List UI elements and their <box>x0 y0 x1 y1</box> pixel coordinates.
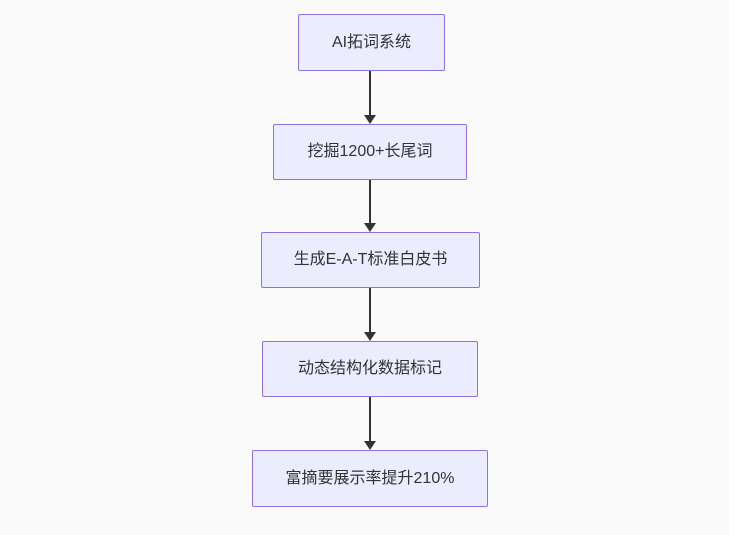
flowchart-node-ai-system: AI拓词系统 <box>298 14 445 71</box>
arrow-head-icon <box>364 115 376 124</box>
node-label: 挖掘1200+长尾词 <box>307 143 433 161</box>
node-label: 动态结构化数据标记 <box>297 360 442 378</box>
arrow-line <box>369 71 371 115</box>
flow-arrow-2 <box>364 180 376 232</box>
arrow-head-icon <box>364 332 376 341</box>
node-label: 生成E-A-T标准白皮书 <box>293 251 448 269</box>
flowchart-node-eat-whitepaper: 生成E-A-T标准白皮书 <box>261 232 480 288</box>
node-label: 富摘要展示率提升210% <box>285 469 455 487</box>
flowchart-node-structured-data: 动态结构化数据标记 <box>262 341 478 397</box>
arrow-head-icon <box>364 441 376 450</box>
arrow-line <box>369 397 371 441</box>
flow-arrow-1 <box>364 71 376 124</box>
node-label: AI拓词系统 <box>331 33 412 51</box>
flowchart-node-rich-snippet-result: 富摘要展示率提升210% <box>252 450 488 507</box>
arrow-line <box>369 180 371 223</box>
flow-arrow-3 <box>364 288 376 341</box>
flow-arrow-4 <box>364 397 376 450</box>
flowchart-node-longtail-keywords: 挖掘1200+长尾词 <box>273 124 467 180</box>
arrow-line <box>369 288 371 332</box>
arrow-head-icon <box>364 223 376 232</box>
